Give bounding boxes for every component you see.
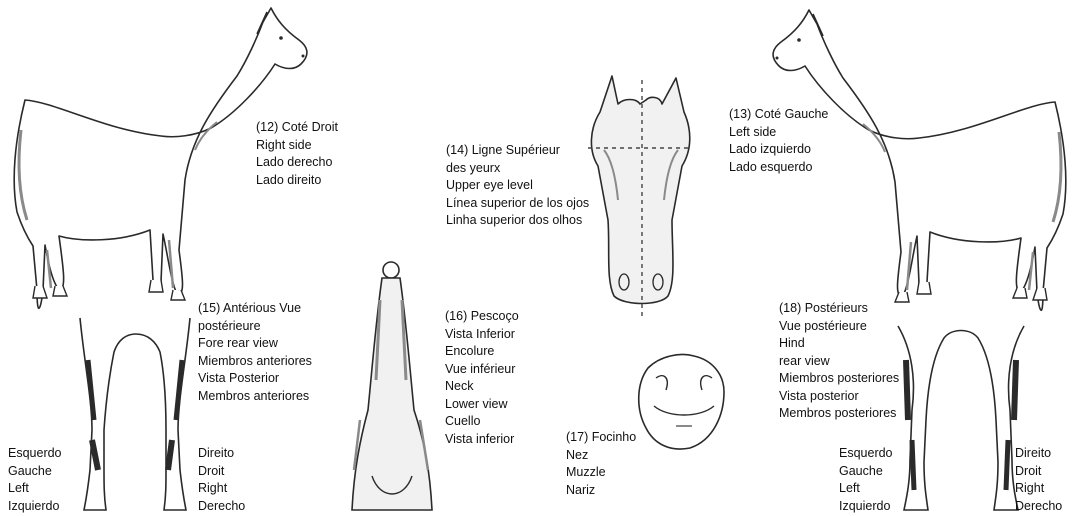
label-line: (12) Coté Droit [256,119,338,137]
label-muzzle: (17) Focinho Nez Muzzle Nariz [566,429,636,499]
label-fore-left: Esquerdo Gauche Left Izquierdo [8,445,62,515]
label-line: postérieure [198,318,312,336]
label-line: Lado izquierdo [729,141,828,159]
label-line: Droit [198,463,245,481]
label-line: Gauche [839,463,893,481]
label-right-side: (12) Coté Droit Right side Lado derecho … [256,119,338,189]
label-line: Lado direito [256,172,338,190]
label-line: Droit [1015,463,1062,481]
label-line: (16) Pescoço [445,308,519,326]
label-line: Izquierdo [8,498,62,516]
label-line: Cuello [445,413,519,431]
label-line: Encolure [445,343,519,361]
label-line: Direito [198,445,245,463]
label-hind-rear: (18) Postérieurs Vue postérieure Hind re… [779,300,899,423]
label-line: Right side [256,137,338,155]
label-line: (14) Ligne Supérieur [446,142,589,160]
label-line: Direito [1015,445,1062,463]
label-line: Lado derecho [256,154,338,172]
label-line: Right [198,480,245,498]
label-line: Fore rear view [198,335,312,353]
label-line: Esquerdo [8,445,62,463]
label-eye-level: (14) Ligne Supérieur des yeurx Upper eye… [446,142,589,230]
fore-legs-rear-figure [80,318,190,510]
label-line: Upper eye level [446,177,589,195]
label-line: Vista Inferior [445,326,519,344]
label-line: Vue inférieur [445,361,519,379]
label-line: (15) Antérious Vue [198,300,312,318]
label-line: Nez [566,447,636,465]
label-line: rear view [779,353,899,371]
head-front-figure [588,76,692,316]
label-line: Neck [445,378,519,396]
muzzle-figure [639,355,724,450]
label-line: Membros posteriores [779,405,899,423]
label-line: Vista Posterior [198,370,312,388]
label-line: Left side [729,124,828,142]
label-neck: (16) Pescoço Vista Inferior Encolure Vue… [445,308,519,448]
label-fore-right: Direito Droit Right Derecho [198,445,245,515]
label-line: Left [839,480,893,498]
label-line: Línea superior de los ojos [446,195,589,213]
label-line: Lado esquerdo [729,159,828,177]
label-line: Izquierdo [839,498,893,516]
label-line: Vista inferior [445,431,519,449]
label-hind-right: Direito Droit Right Derecho [1015,445,1062,515]
label-line: Right [1015,480,1062,498]
hind-legs-rear-figure [898,326,1024,510]
label-line: Left [8,480,62,498]
label-line: des yeurx [446,160,589,178]
label-hind-left: Esquerdo Gauche Left Izquierdo [839,445,893,515]
label-line: Derecho [1015,498,1062,516]
label-line: Linha superior dos olhos [446,212,589,230]
label-line: Gauche [8,463,62,481]
label-fore-rear: (15) Antérious Vue postérieure Fore rear… [198,300,312,405]
label-left-side: (13) Coté Gauche Left side Lado izquierd… [729,106,828,176]
label-line: Nariz [566,482,636,500]
label-line: Esquerdo [839,445,893,463]
label-line: (17) Focinho [566,429,636,447]
label-line: Miembros posteriores [779,370,899,388]
label-line: Membros anteriores [198,388,312,406]
label-line: Vue postérieure [779,318,899,336]
label-line: Muzzle [566,464,636,482]
label-line: Miembros anteriores [198,353,312,371]
label-line: Hind [779,335,899,353]
label-line: Lower view [445,396,519,414]
label-line: Derecho [198,498,245,516]
label-line: (18) Postérieurs [779,300,899,318]
neck-lower-figure [352,262,432,510]
label-line: Vista posterior [779,388,899,406]
label-line: (13) Coté Gauche [729,106,828,124]
